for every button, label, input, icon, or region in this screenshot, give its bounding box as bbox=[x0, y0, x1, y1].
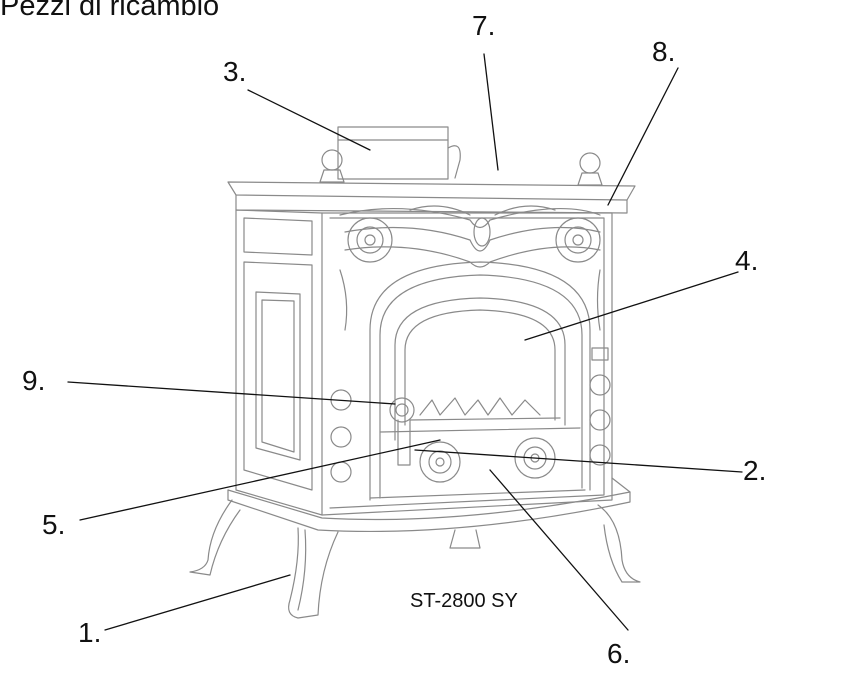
callout-2: 2. bbox=[743, 455, 767, 486]
grate bbox=[409, 397, 561, 421]
model-label: ST-2800 SY bbox=[410, 590, 518, 612]
callout-5: 5. bbox=[42, 509, 66, 540]
front-frame bbox=[321, 212, 613, 516]
top-box bbox=[337, 126, 461, 180]
top-plate bbox=[227, 181, 636, 214]
ornament-header bbox=[339, 205, 601, 331]
finials bbox=[319, 149, 603, 186]
callout-4: 4. bbox=[735, 245, 759, 276]
base-plinth bbox=[227, 477, 631, 533]
callout-8: 8. bbox=[652, 36, 676, 67]
studs bbox=[330, 347, 611, 483]
leader-lines bbox=[67, 53, 743, 631]
ash-door bbox=[369, 427, 586, 499]
callout-7: 7. bbox=[472, 10, 496, 41]
fire-door bbox=[369, 261, 591, 501]
callout-9: 9. bbox=[22, 365, 46, 396]
callout-3: 3. bbox=[223, 56, 247, 87]
page-title: Pezzi di ricambio bbox=[0, 0, 220, 22]
legs bbox=[189, 499, 641, 619]
door-handle bbox=[389, 397, 415, 466]
callout-6: 6. bbox=[607, 638, 631, 669]
callout-1: 1. bbox=[78, 617, 102, 648]
